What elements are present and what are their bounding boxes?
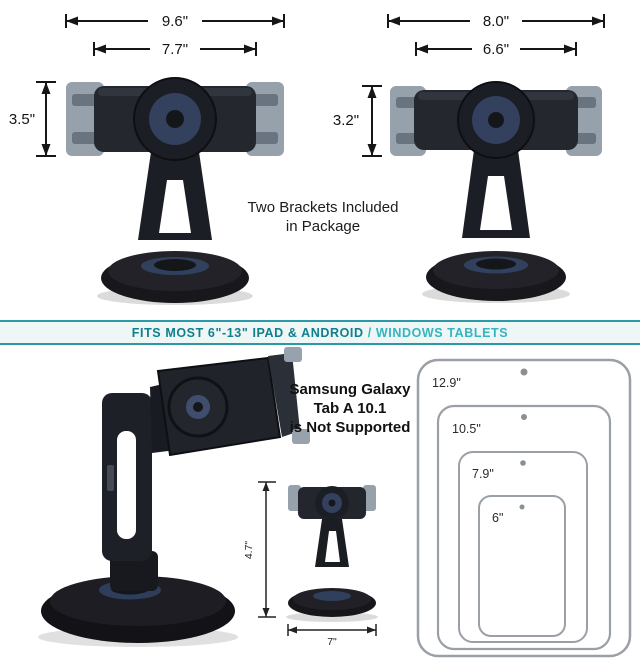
- dim-right-outer-width: 8.0": [387, 13, 605, 30]
- camera-dot: [520, 460, 526, 466]
- fits-banner-secondary-text: / WINDOWS TABLETS: [367, 325, 509, 340]
- brackets-note-line1: Two Brackets Included: [247, 199, 399, 216]
- tablet-size-chart: 12.9" 10.5" 7.9" 6": [416, 358, 632, 658]
- dim-right-height: 3.2": [333, 85, 382, 157]
- right-stand-front-view: [390, 81, 602, 303]
- camera-dot: [521, 414, 527, 420]
- left-stand-front-view: [66, 77, 284, 305]
- dim-label-right-inner: 6.6": [483, 41, 509, 58]
- small-stand-front-view: [286, 485, 378, 622]
- warning-line2: Tab A 10.1: [313, 400, 387, 417]
- brackets-note-line2: in Package: [285, 218, 361, 235]
- dim-label-right-outer: 8.0": [483, 13, 509, 30]
- warning-line1: Samsung Galaxy: [289, 381, 411, 398]
- side-clamp-bottom: [292, 429, 310, 444]
- dim-label-right-height: 3.2": [333, 112, 359, 129]
- fits-banner-primary-text: FITS MOST 6"-13" IPAD & ANDROID: [131, 325, 368, 340]
- tablet-label-7-9: 7.9": [472, 467, 494, 481]
- logo-sticker: [107, 465, 114, 491]
- dim-right-inner-width: 6.6": [415, 41, 577, 58]
- dim-left-inner-width: 7.7": [93, 41, 257, 58]
- camera-dot: [520, 368, 528, 376]
- tablet-label-6: 6": [492, 511, 503, 525]
- compatibility-warning: Samsung Galaxy Tab A 10.1 is Not Support…: [267, 380, 433, 437]
- tablet-label-12-9: 12.9": [432, 376, 461, 390]
- side-clamp-top: [284, 347, 302, 362]
- camera-dot: [519, 504, 525, 510]
- fits-banner: FITS MOST 6"-13" IPAD & ANDROID / WINDOW…: [0, 320, 640, 345]
- dim-label-small-height: 4.7": [243, 541, 255, 560]
- dim-label-left-outer: 9.6": [162, 13, 188, 30]
- side-view-stand: [38, 347, 310, 647]
- dim-label-left-inner: 7.7": [162, 41, 188, 58]
- dim-label-small-base: 7": [327, 636, 337, 648]
- dimension-diagram-top: 9.6" 7.7" 3.5": [9, 13, 605, 305]
- warning-line3: is Not Supported: [289, 419, 411, 436]
- dim-small-stand-base: 7": [287, 624, 377, 648]
- tablet-label-10-5: 10.5": [452, 422, 481, 436]
- dim-small-stand-height: 4.7": [243, 481, 276, 618]
- bottom-illustrations: 4.7" 7" 12.9" 10.5": [38, 347, 632, 658]
- dim-left-height: 3.5": [9, 81, 56, 157]
- tablet-outline-6: 6": [478, 495, 566, 637]
- brackets-note: Two Brackets Included in Package: [237, 198, 409, 236]
- dim-label-left-height: 3.5": [9, 111, 35, 128]
- dim-left-outer-width: 9.6": [65, 13, 285, 30]
